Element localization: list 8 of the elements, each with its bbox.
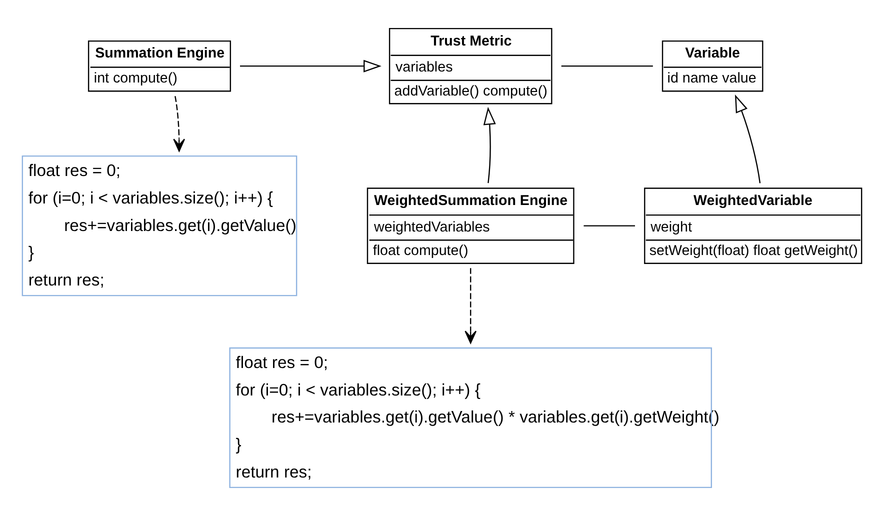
connector (584, 224, 635, 226)
arrow (734, 94, 761, 183)
arrow (240, 59, 382, 72)
connector (561, 65, 653, 66)
arrow (483, 106, 496, 183)
arrow (173, 96, 186, 152)
arrow (464, 268, 477, 344)
node-box: float res = 0; for (i=0; i < variables.size(); i++) { res+=variables.get(i).getValue() } return res; (22, 154, 298, 296)
